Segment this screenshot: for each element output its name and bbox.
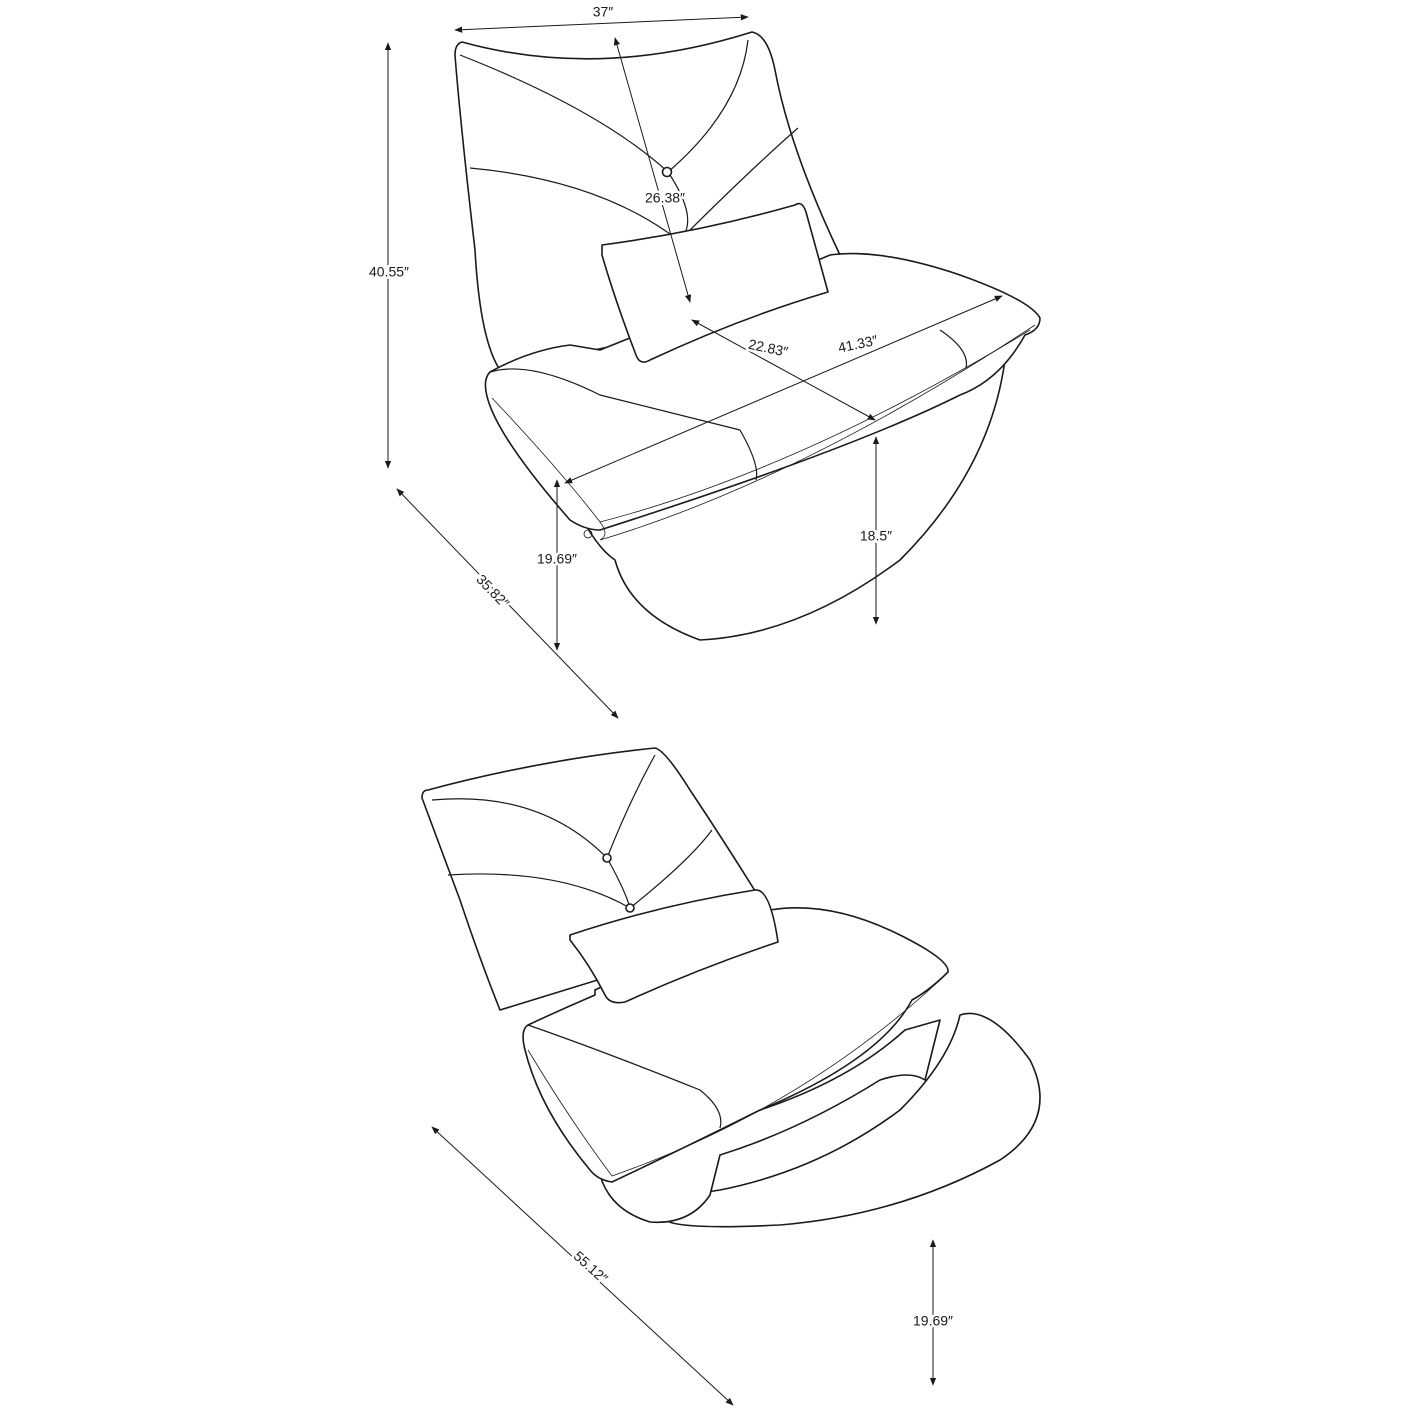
label-width-top: 37″ — [593, 4, 614, 20]
label-overall-depth: 35.82″ — [473, 571, 512, 611]
reclined-chair-drawing — [421, 747, 1041, 1228]
label-footrest-height: 19.69″ — [913, 1313, 953, 1329]
label-backrest-height: 26.38″ — [645, 190, 685, 206]
label-arm-height: 19.69″ — [537, 551, 577, 567]
dim-line-35-82 — [396, 488, 619, 719]
label-seat-height: 18.5″ — [860, 528, 892, 544]
dim-line-41-33 — [564, 295, 1003, 484]
dimension-lines — [384, 14, 1003, 1406]
dim-line-37 — [454, 14, 749, 33]
upright-chair-drawing — [454, 31, 1041, 641]
backrest-button — [661, 166, 673, 178]
label-reclined-depth: 55.12″ — [571, 1248, 611, 1287]
dim-line-26-38 — [613, 37, 692, 303]
label-overall-height: 40.55″ — [369, 264, 409, 280]
reclined-pillow — [569, 889, 779, 1004]
dim-line-55-12 — [431, 1126, 734, 1406]
